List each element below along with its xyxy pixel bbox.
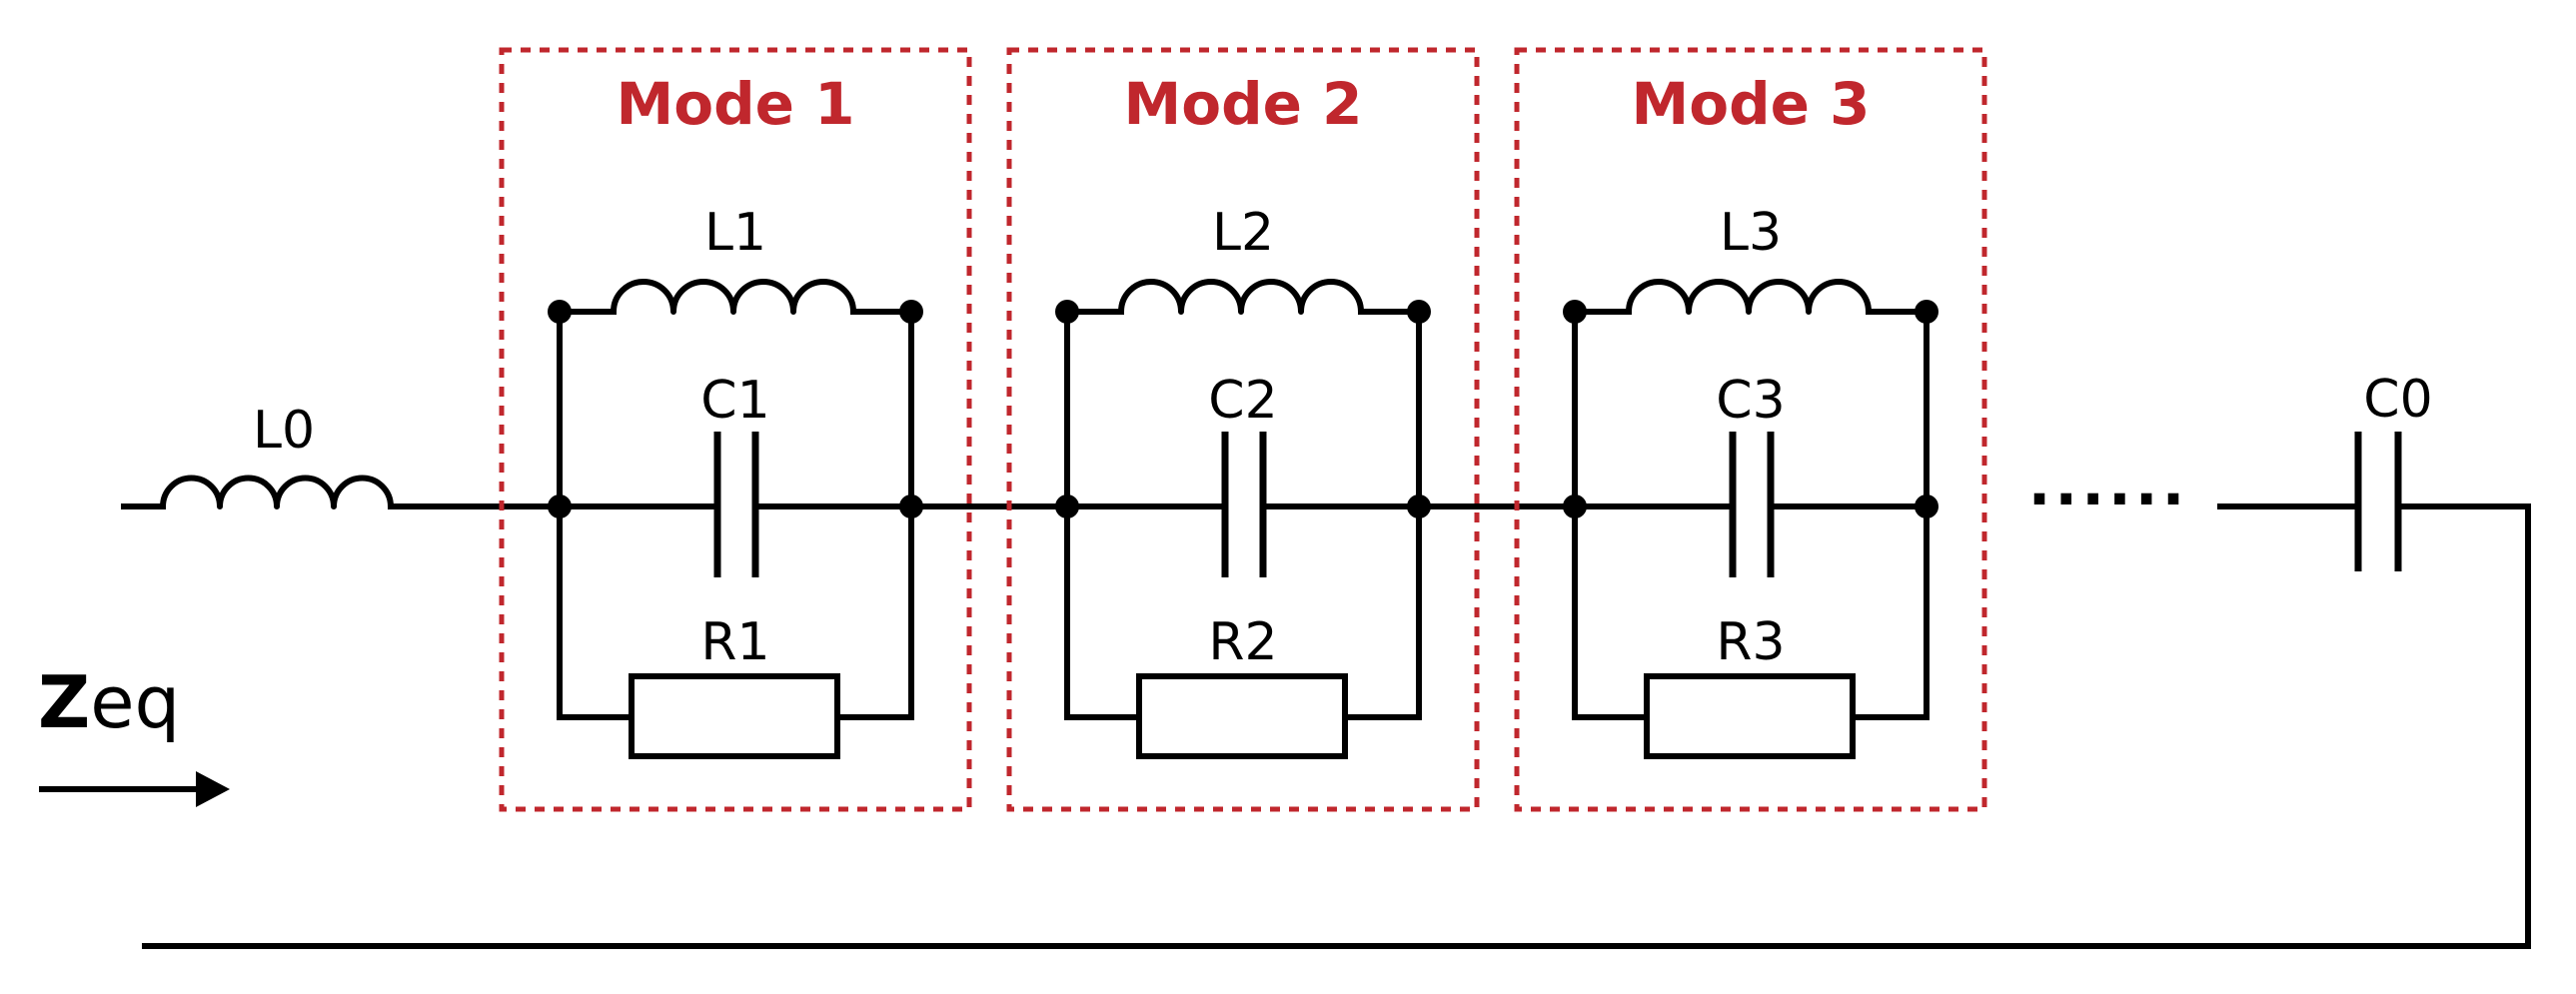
mode-2-inductor xyxy=(1064,279,1422,315)
c0-capacitor xyxy=(2217,432,2531,571)
mode-3-capacitor xyxy=(1572,432,1930,577)
continuation-dots: ...... xyxy=(2028,450,2189,519)
c0-label: C0 xyxy=(2363,370,2432,430)
mode-3-junction-2 xyxy=(1915,300,1938,324)
mode-1-capacitor-label: C1 xyxy=(700,371,769,431)
mode-1-resistor xyxy=(557,673,914,759)
zeq-label: Zeq xyxy=(38,660,180,744)
mode-2-title: Mode 2 xyxy=(1124,70,1363,138)
return-wire xyxy=(142,503,2531,949)
mode-1-resistor-label: R1 xyxy=(700,612,769,672)
mode-1-capacitor xyxy=(557,432,914,577)
mode-2-capacitor-label: C2 xyxy=(1208,371,1277,431)
mode-3-inductor xyxy=(1572,279,1930,315)
mode-1-title: Mode 1 xyxy=(617,70,855,138)
mode-3-junction-3 xyxy=(1563,495,1587,518)
mode-3-junction-1 xyxy=(1563,300,1587,324)
mode-2-junction-3 xyxy=(1055,495,1079,518)
l0-inductor xyxy=(121,475,563,509)
mode-2-junction-1 xyxy=(1055,300,1079,324)
mode-1-inductor-label: L1 xyxy=(704,203,766,263)
mode-1-junction-3 xyxy=(548,495,572,518)
mode-3-capacitor-label: C3 xyxy=(1716,371,1785,431)
mode-3-box xyxy=(1514,47,1987,812)
mode-1-inductor xyxy=(557,279,914,315)
mode-3-junction-4 xyxy=(1915,495,1938,518)
l0-label: L0 xyxy=(253,401,315,461)
mode-2-resistor-label: R2 xyxy=(1208,612,1277,672)
mode-3-inductor-label: L3 xyxy=(1720,203,1782,263)
mode-2-box xyxy=(1006,47,1480,812)
mode-3-resistor xyxy=(1572,673,1930,759)
mode-3-resistor-label: R3 xyxy=(1716,612,1785,672)
mode-2-capacitor xyxy=(1064,432,1422,577)
mode-3-title: Mode 3 xyxy=(1632,70,1871,138)
mode-2-junction-2 xyxy=(1407,300,1431,324)
mode-1-junction-2 xyxy=(899,300,923,324)
zeq-bold: Z xyxy=(38,660,90,744)
mode-2-inductor-label: L2 xyxy=(1212,203,1274,263)
zeq-subscript: eq xyxy=(90,660,180,744)
input-arrow xyxy=(39,771,230,807)
mode-1-box xyxy=(499,47,972,812)
mode-2-resistor xyxy=(1064,673,1422,759)
mode-1-junction-1 xyxy=(548,300,572,324)
